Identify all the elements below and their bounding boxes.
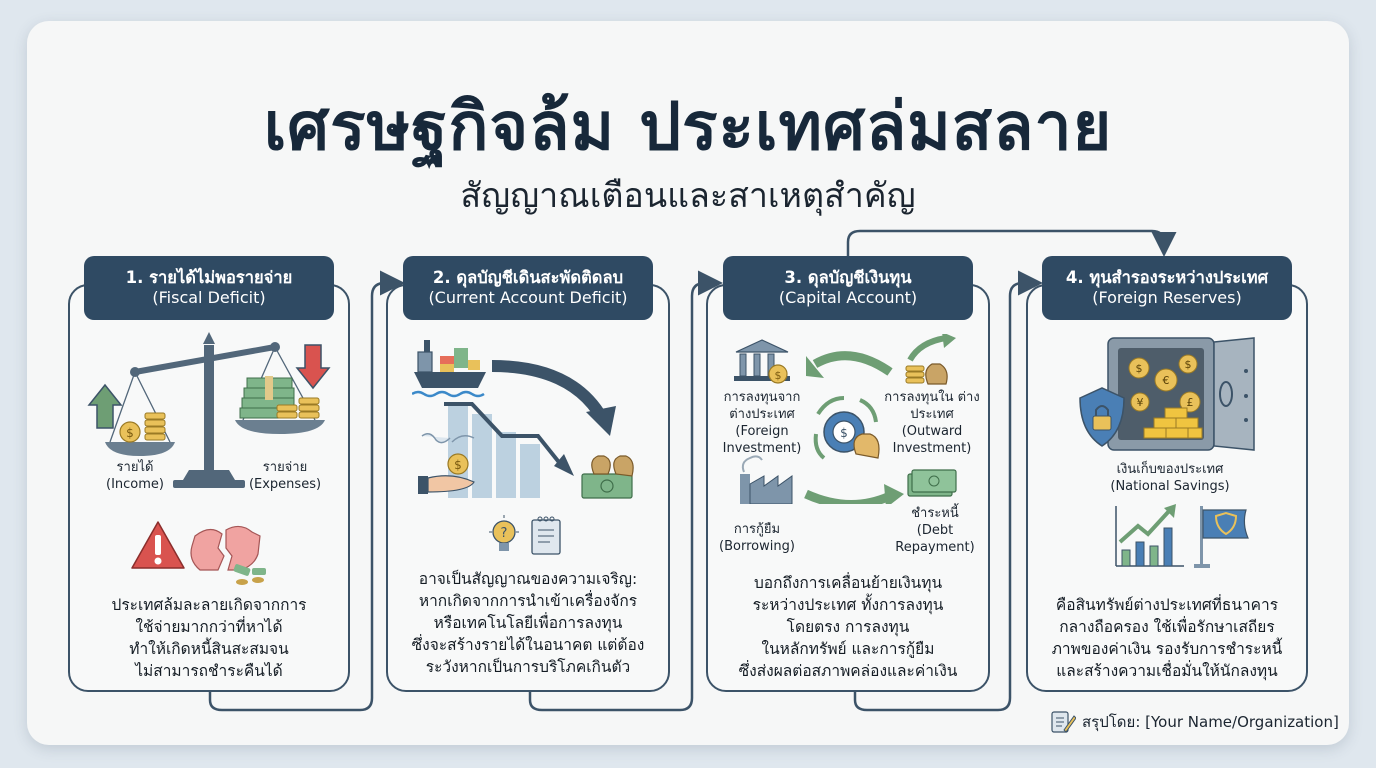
card-header-foreign-reserves: 4. ทุนสำรองระหว่างประเทศ (Foreign Reserv… — [1042, 256, 1292, 320]
svg-text:€: € — [1163, 374, 1170, 387]
label-outward-investment: การลงทุนใน ต่างประเทศ(Outward Investment… — [884, 390, 980, 456]
vault-safe-icon: $ € $ ¥ £ — [1079, 337, 1255, 451]
svg-text:$: $ — [1136, 362, 1143, 375]
card-title-th: 4. ทุนสำรองระหว่างประเทศ — [1065, 267, 1269, 287]
page-title: เศรษฐกิจล้ม ประเทศล่มสลาย — [263, 88, 1113, 165]
svg-text:$: $ — [840, 426, 848, 440]
card-header-capital-account: 3. ดุลบัญชีเงินทุน (Capital Account) — [723, 256, 973, 320]
svg-text:$: $ — [126, 426, 134, 440]
card-title-en: (Foreign Reserves) — [1092, 288, 1242, 308]
trade-deficit-illustration: $ — [412, 340, 634, 499]
label-expenses: รายจ่าย(Expenses) — [248, 460, 322, 492]
lightbulb-notepad-icon: ? — [489, 515, 561, 555]
svg-text:¥: ¥ — [1137, 396, 1144, 409]
page-subtitle: สัญญาณเตือนและสาเหตุสำคัญ — [460, 176, 916, 216]
card-description-current-account: อาจเป็นสัญญาณของความเจริญ:หากเกิดจากการน… — [411, 570, 645, 676]
warning-piggy-icon — [131, 521, 266, 585]
card-header-current-account: 2. ดุลบัญชีเดินสะพัดติดลบ (Current Accou… — [403, 256, 653, 320]
footer-label: สรุปโดย: [Your Name/Organization] — [1082, 713, 1339, 731]
label-income: รายได้(Income) — [106, 460, 164, 492]
svg-text:?: ? — [501, 526, 508, 541]
card-title-th: 1. รายได้ไม่พอรายจ่าย — [125, 267, 293, 287]
card-title-th: 2. ดุลบัญชีเดินสะพัดติดลบ — [432, 267, 624, 287]
card-title-en: (Capital Account) — [778, 288, 918, 308]
svg-text:$: $ — [1185, 358, 1192, 371]
growth-chart-flag-icon — [1115, 504, 1249, 568]
label-borrowing: การกู้ยืม(Borrowing) — [719, 522, 795, 554]
card-title-en: (Fiscal Deficit) — [152, 288, 266, 308]
label-national-savings: เงินเก็บของประเทศ(National Savings) — [1110, 462, 1230, 494]
svg-text:$: $ — [454, 458, 462, 472]
card-header-fiscal-deficit: 1. รายได้ไม่พอรายจ่าย (Fiscal Deficit) — [84, 256, 334, 320]
balance-scale-icon: $ — [87, 332, 331, 488]
card-title-en: (Current Account Deficit) — [428, 288, 628, 308]
card-description-fiscal: ประเทศล้มละลายเกิดจากการใช้จ่ายมากกว่าที… — [111, 596, 307, 680]
label-foreign-investment: การลงทุนจาก ต่างประเทศ(Foreign Investmen… — [722, 390, 802, 456]
card-description-foreign-reserves: คือสินทรัพย์ต่างประเทศที่ธนาคารกลางถือคร… — [1051, 596, 1283, 680]
label-debt-repayment: ชำระหนี้(Debt Repayment) — [895, 506, 975, 555]
svg-text:$: $ — [775, 369, 782, 382]
notepad-pencil-icon — [1051, 711, 1076, 733]
card-title-th: 3. ดุลบัญชีเงินทุน — [784, 267, 912, 287]
capital-flow-illustration: $ $ — [734, 334, 957, 504]
card-description-capital-account: บอกถึงการเคลื่อนย้ายเงินทุนระหว่างประเทศ… — [738, 574, 958, 680]
svg-text:£: £ — [1187, 396, 1194, 409]
footer-credit: สรุปโดย: [Your Name/Organization] — [1050, 710, 1339, 734]
